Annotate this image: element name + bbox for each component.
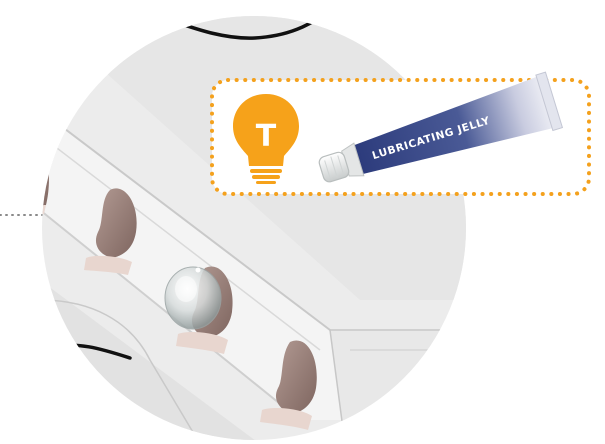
lubricant-drop xyxy=(165,267,221,329)
tip-letter: T xyxy=(256,119,277,154)
peg-1 xyxy=(22,148,49,214)
